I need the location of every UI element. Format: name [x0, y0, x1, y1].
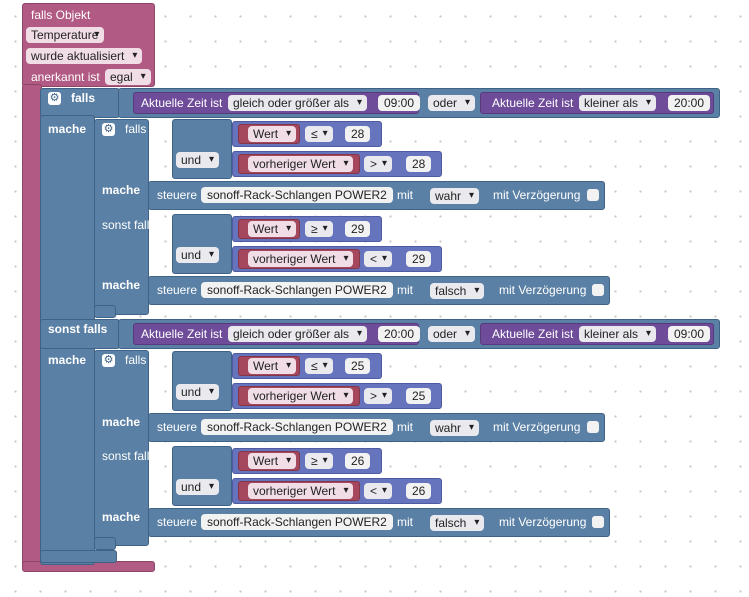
time-operator-1a[interactable]: gleich oder größer als — [228, 95, 368, 111]
ack-dropdown[interactable]: egal — [105, 69, 151, 85]
inner-if-2-gear-icon[interactable]: ⚙ — [102, 354, 115, 367]
mit-label-1a: mit — [397, 188, 413, 202]
var-dropdown-2a-1[interactable]: Wert — [248, 358, 297, 374]
and-dropdown-2a[interactable]: und — [176, 384, 220, 400]
outer-elseif-label: sonst falls — [48, 322, 108, 336]
op-dropdown-1b-2[interactable]: < — [364, 251, 393, 267]
device-field-2a[interactable]: sonoff-Rack-Schlangen POWER2 — [201, 419, 393, 435]
outer-if-gear-icon[interactable]: ⚙ — [48, 92, 61, 105]
inner-if-1-elseif: sonst falls — [102, 218, 156, 232]
state-dropdown-2a[interactable]: wahr — [430, 420, 480, 436]
inner-if-1-label: falls — [125, 122, 147, 136]
var-dropdown-2b-2[interactable]: vorheriger Wert — [248, 483, 354, 499]
device-field-2b[interactable]: sonoff-Rack-Schlangen POWER2 — [201, 514, 393, 530]
and-block-2a[interactable] — [172, 351, 232, 411]
var-dropdown-1b-1[interactable]: Wert — [248, 221, 297, 237]
delay-checkbox-1a[interactable] — [587, 189, 599, 201]
inner-if-block-1-spine[interactable] — [94, 119, 149, 315]
time-operator-2b[interactable]: kleiner als — [579, 326, 657, 342]
device-field-1b[interactable]: sonoff-Rack-Schlangen POWER2 — [201, 282, 393, 298]
mit-label-1b: mit — [397, 283, 413, 297]
op-dropdown-1a-2[interactable]: > — [364, 156, 393, 172]
inner-if-1-gear-icon[interactable]: ⚙ — [102, 123, 115, 136]
and-dropdown-1b[interactable]: und — [176, 247, 220, 263]
op-dropdown-2a-2[interactable]: > — [364, 388, 393, 404]
delay-checkbox-1b[interactable] — [592, 284, 604, 296]
op-dropdown-2b-1[interactable]: ≥ — [305, 453, 333, 469]
trigger-title: falls Objekt — [31, 8, 91, 22]
num-field-1a-1[interactable]: 28 — [345, 126, 371, 142]
time-value-1a[interactable]: 09:00 — [378, 95, 421, 111]
mit-label-2a: mit — [397, 420, 413, 434]
inner-if-2-mache-b: mache — [102, 510, 141, 524]
time-label-2a: Aktuelle Zeit ist — [141, 327, 223, 341]
inner-if-block-1-footer — [94, 305, 116, 318]
time-value-2a[interactable]: 20:00 — [378, 326, 421, 342]
time-label-2b: Aktuelle Zeit ist — [492, 327, 574, 341]
time-operator-1b[interactable]: kleiner als — [579, 95, 657, 111]
inner-if-block-2-spine[interactable] — [94, 350, 149, 546]
op-dropdown-2b-2[interactable]: < — [364, 483, 393, 499]
num-field-2b-1[interactable]: 26 — [345, 453, 371, 469]
outer-if-label: falls — [71, 91, 96, 105]
outer-mache-label-2: mache — [48, 353, 87, 367]
and-dropdown-1a[interactable]: und — [176, 152, 220, 168]
num-field-1b-1[interactable]: 29 — [345, 221, 371, 237]
state-dropdown-1a[interactable]: wahr — [430, 188, 480, 204]
and-block-2b[interactable] — [172, 446, 232, 506]
var-dropdown-1a-1[interactable]: Wert — [248, 126, 297, 142]
control-label-1b: steuere — [157, 283, 198, 297]
logic-dropdown-2[interactable]: oder — [428, 326, 476, 342]
event-dropdown[interactable]: wurde aktualisiert — [26, 48, 143, 64]
var-dropdown-2a-2[interactable]: vorheriger Wert — [248, 388, 354, 404]
time-value-1b[interactable]: 20:00 — [668, 95, 711, 111]
delay-label-1b: mit Verzögerung — [499, 283, 587, 297]
inner-if-block-2-footer — [94, 537, 116, 550]
delay-checkbox-2a[interactable] — [587, 421, 599, 433]
logic-dropdown-1[interactable]: oder — [428, 95, 476, 111]
delay-label-2b: mit Verzögerung — [499, 515, 587, 529]
time-value-2b[interactable]: 09:00 — [668, 326, 711, 342]
control-label-1a: steuere — [157, 188, 198, 202]
op-dropdown-2a-1[interactable]: ≤ — [305, 358, 333, 374]
num-field-1b-2[interactable]: 29 — [406, 251, 432, 267]
inner-if-2-label: falls — [125, 353, 147, 367]
num-field-1a-2[interactable]: 28 — [406, 156, 432, 172]
object-id-field[interactable]: Temperature — [26, 27, 105, 43]
and-dropdown-2b[interactable]: und — [176, 479, 220, 495]
var-dropdown-1b-2[interactable]: vorheriger Wert — [248, 251, 354, 267]
num-field-2a-2[interactable]: 25 — [406, 388, 432, 404]
inner-if-1-mache-a: mache — [102, 183, 141, 197]
var-dropdown-1a-2[interactable]: vorheriger Wert — [248, 156, 354, 172]
state-dropdown-1b[interactable]: falsch — [430, 283, 485, 299]
num-field-2a-1[interactable]: 25 — [345, 358, 371, 374]
trigger-block-spine — [22, 84, 42, 568]
inner-if-2-elseif: sonst falls — [102, 449, 156, 463]
num-field-2b-2[interactable]: 26 — [406, 483, 432, 499]
delay-label-1a: mit Verzögerung — [493, 188, 581, 202]
var-dropdown-2b-1[interactable]: Wert — [248, 453, 297, 469]
inner-if-1-mache-b: mache — [102, 278, 141, 292]
and-block-1b[interactable] — [172, 214, 232, 274]
time-label-1b: Aktuelle Zeit ist — [492, 96, 574, 110]
delay-label-2a: mit Verzögerung — [493, 420, 581, 434]
op-dropdown-1b-1[interactable]: ≥ — [305, 221, 333, 237]
time-operator-2a[interactable]: gleich oder größer als — [228, 326, 368, 342]
outer-if-block-footer — [40, 550, 117, 563]
control-label-2b: steuere — [157, 515, 198, 529]
inner-if-2-mache-a: mache — [102, 415, 141, 429]
and-block-1a[interactable] — [172, 119, 232, 179]
op-dropdown-1a-1[interactable]: ≤ — [305, 126, 333, 142]
control-label-2a: steuere — [157, 420, 198, 434]
time-label-1a: Aktuelle Zeit ist — [141, 96, 223, 110]
outer-mache-label-1: mache — [48, 122, 87, 136]
device-field-1a[interactable]: sonoff-Rack-Schlangen POWER2 — [201, 187, 393, 203]
mit-label-2b: mit — [397, 515, 413, 529]
state-dropdown-2b[interactable]: falsch — [430, 515, 485, 531]
ack-label: anerkannt ist — [31, 70, 100, 84]
delay-checkbox-2b[interactable] — [592, 516, 604, 528]
